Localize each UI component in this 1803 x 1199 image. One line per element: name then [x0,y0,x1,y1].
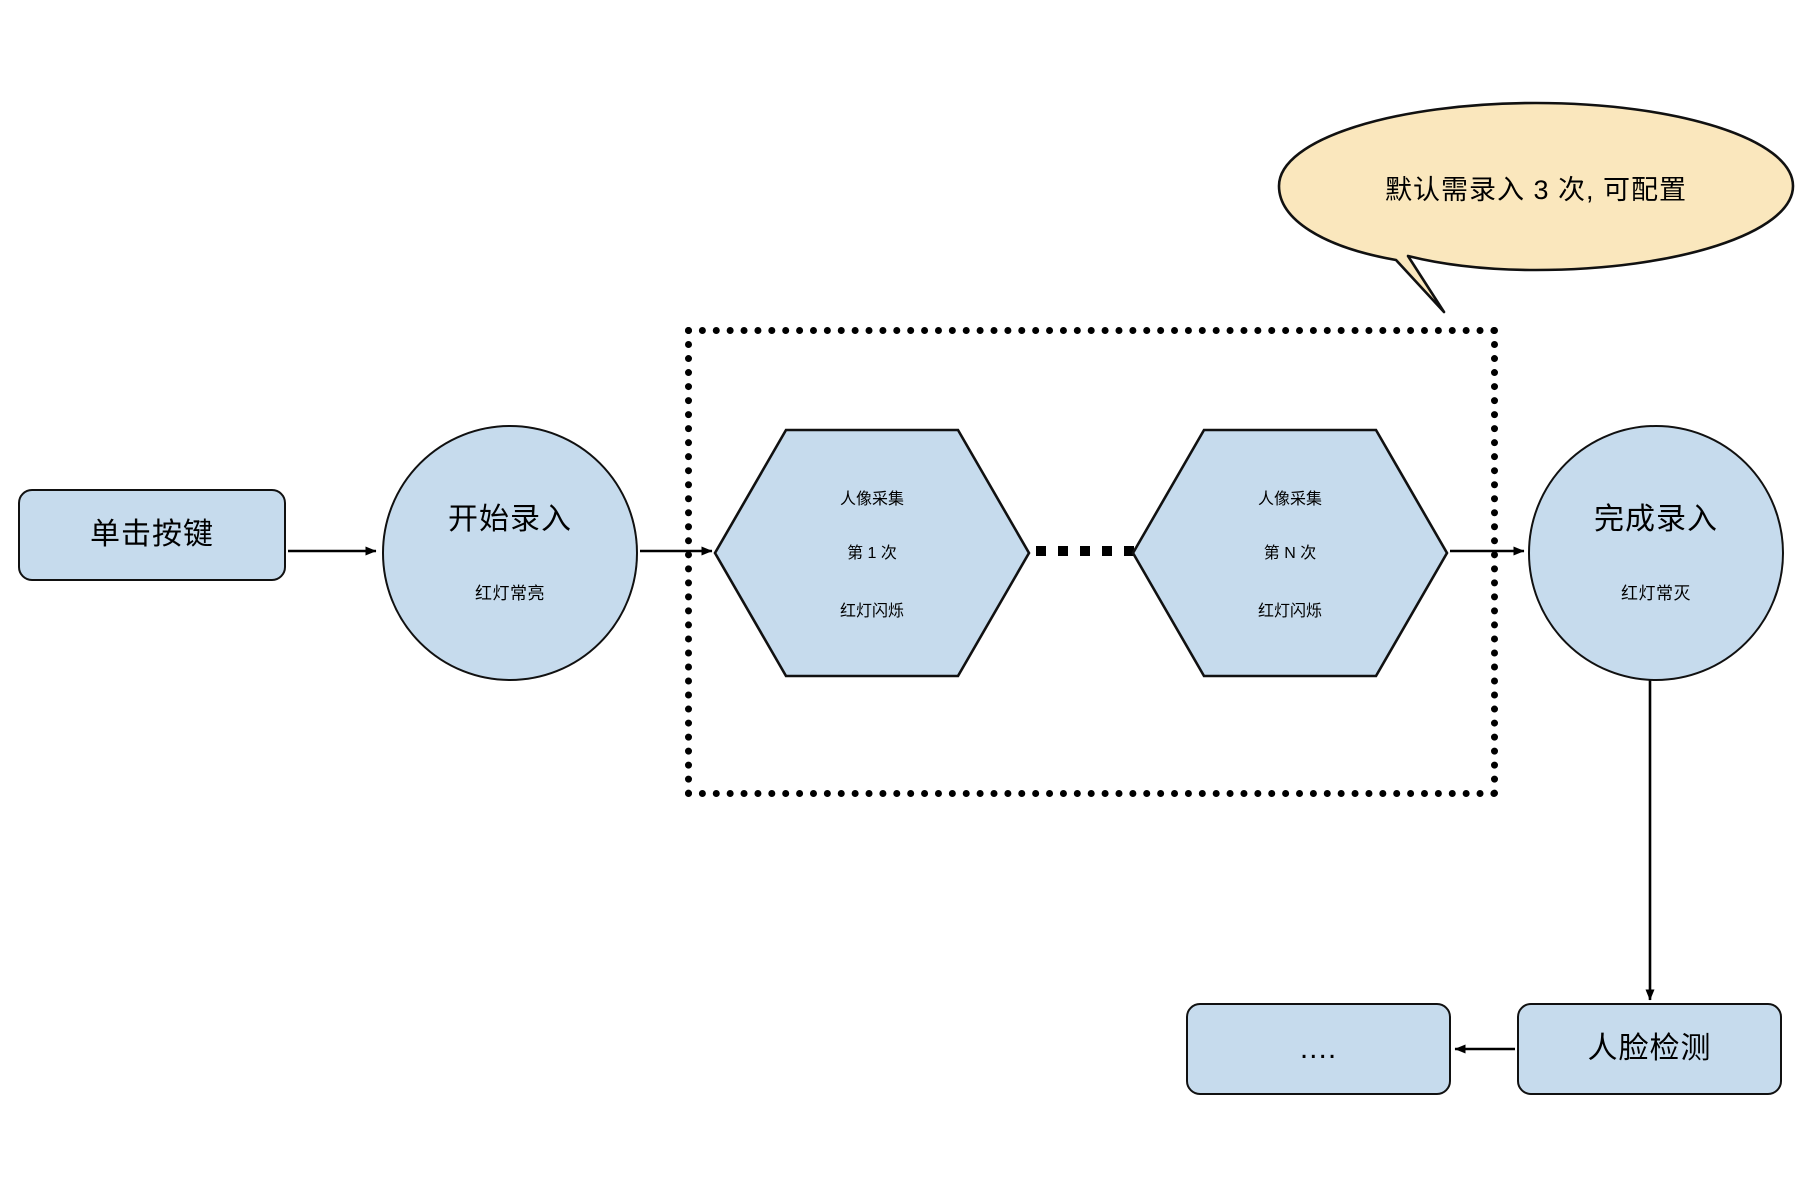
callout-note: 默认需录入 3 次, 可配置 [1276,100,1796,314]
hexagon-shape [1131,428,1449,678]
node-start-enroll[interactable]: 开始录入 红灯常亮 [382,425,638,681]
node-face-detect-label: 人脸检测 [1587,1032,1712,1065]
hexagon-shape [713,428,1031,678]
node-click-key[interactable]: 单击按键 [18,489,286,581]
node-start-enroll-label: 开始录入 [448,502,572,536]
node-more-steps[interactable]: .... [1186,1003,1451,1095]
node-finish-enroll[interactable]: 完成录入 红灯常灭 [1528,425,1784,681]
node-finish-enroll-label: 完成录入 [1594,502,1718,536]
node-capture-first[interactable]: 人像采集 第 1 次 红灯闪烁 [712,427,1032,679]
node-capture-nth[interactable]: 人像采集 第 N 次 红灯闪烁 [1130,427,1450,679]
node-click-key-label: 单击按键 [90,518,214,551]
node-face-detect[interactable]: 人脸检测 [1517,1003,1782,1095]
callout-note-text: 默认需录入 3 次, 可配置 [1384,175,1688,206]
callout-bubble-shape [1277,101,1795,314]
node-more-steps-label: .... [1299,1032,1338,1065]
capture-loop-group [685,327,1498,797]
node-finish-enroll-status: 红灯常灭 [1621,583,1691,603]
node-start-enroll-status: 红灯常亮 [475,583,545,603]
